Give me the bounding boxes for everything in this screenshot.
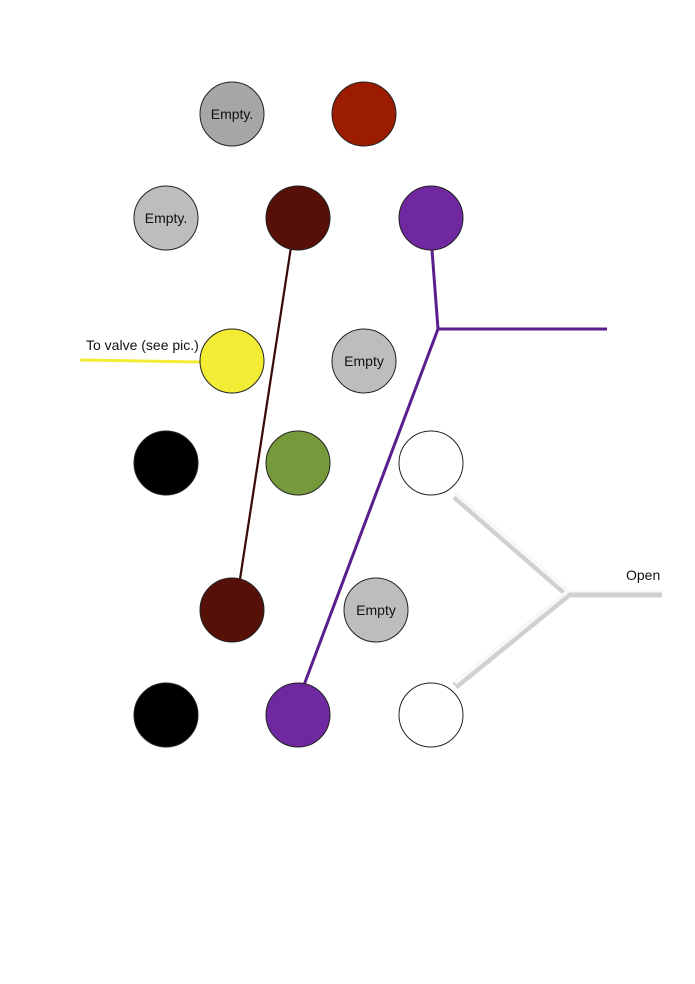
pin-circle [331,328,397,394]
valve-annotation: To valve (see pic.) [86,337,199,353]
pin-circle [398,185,464,251]
pin-circle [133,185,199,251]
pin-circle [343,577,409,643]
brown-wire [238,247,293,581]
pin-circle [265,430,331,496]
pin-circle [133,682,199,748]
pin-circle [265,682,331,748]
pin-label: Empty. [145,210,188,226]
pin-circle [265,185,331,251]
pin-label: Empty [356,602,396,618]
pin-circle [331,81,397,147]
pin-circle [199,577,265,643]
pin-circle [398,430,464,496]
pin-circle [199,81,265,147]
pin-label: Empty [344,353,384,369]
brown-wire-highlight [241,247,293,581]
pin-circle [199,328,265,394]
open-wire [453,491,572,685]
open-wire-shadow [452,492,575,690]
pin-circle [133,430,199,496]
open-annotation: Open [626,567,660,583]
pin-circle [398,682,464,748]
pin-label: Empty. [211,106,254,122]
yellow-valve-wire [79,358,201,364]
